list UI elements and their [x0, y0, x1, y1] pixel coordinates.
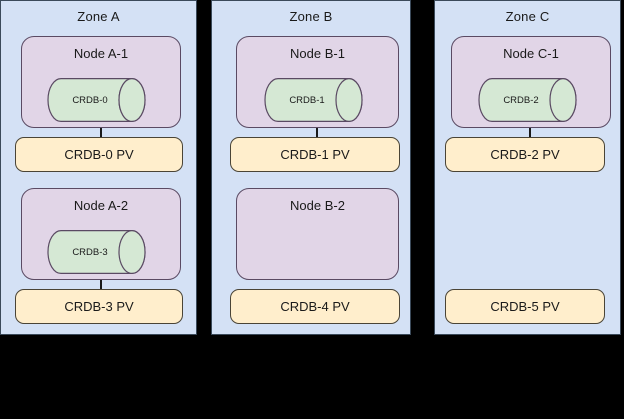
node-b-2-box[interactable]: Node B-2 [236, 188, 399, 280]
pod-crdb-1-cylinder[interactable]: CRDB-1 [264, 78, 375, 122]
pv-crdb-3-label: CRDB-3 PV [64, 299, 134, 314]
zone-c-title: Zone C [505, 9, 550, 24]
node-a-1-label: Node A-1 [73, 46, 129, 61]
pv-crdb-1-box[interactable]: CRDB-1 PV [230, 137, 400, 172]
connector-node-c-1-to-pv-crdb-2 [529, 128, 531, 137]
node-b-1-label: Node B-1 [290, 46, 345, 61]
connector-node-a-1-to-pv-crdb-0 [100, 128, 102, 137]
node-a-2-label: Node A-2 [73, 198, 129, 213]
node-a-2-box[interactable]: Node A-2 CRDB-3 [21, 188, 181, 280]
zone-a-title: Zone A [77, 9, 120, 24]
node-c-1-label: Node C-1 [503, 46, 559, 61]
pod-crdb-2-cylinder[interactable]: CRDB-2 [478, 78, 589, 122]
pv-crdb-0-label: CRDB-0 PV [64, 147, 134, 162]
zone-a-container: Zone A Node A-1 CRDB-0 CRDB-0 PV Node A-… [0, 0, 197, 335]
node-b-2-label: Node B-2 [290, 198, 345, 213]
pv-crdb-4-box[interactable]: CRDB-4 PV [230, 289, 400, 324]
connector-node-a-2-to-pv-crdb-3 [100, 280, 102, 289]
pv-crdb-2-label: CRDB-2 PV [490, 147, 560, 162]
zone-b-title: Zone B [289, 9, 333, 24]
pv-crdb-0-box[interactable]: CRDB-0 PV [15, 137, 183, 172]
pod-crdb-3-cylinder[interactable]: CRDB-3 [47, 230, 158, 274]
pv-crdb-4-label: CRDB-4 PV [280, 299, 350, 314]
pod-crdb-0-cylinder[interactable]: CRDB-0 [47, 78, 158, 122]
pv-crdb-5-label: CRDB-5 PV [490, 299, 560, 314]
pv-crdb-2-box[interactable]: CRDB-2 PV [445, 137, 605, 172]
node-c-1-box[interactable]: Node C-1 CRDB-2 [451, 36, 611, 128]
connector-node-b-1-to-pv-crdb-1 [316, 128, 318, 137]
node-a-1-box[interactable]: Node A-1 CRDB-0 [21, 36, 181, 128]
node-b-1-box[interactable]: Node B-1 CRDB-1 [236, 36, 399, 128]
zone-b-container: Zone B Node B-1 CRDB-1 CRDB-1 PV Node B-… [211, 0, 411, 335]
pv-crdb-1-label: CRDB-1 PV [280, 147, 350, 162]
pv-crdb-3-box[interactable]: CRDB-3 PV [15, 289, 183, 324]
zone-c-container: Zone C Node C-1 CRDB-2 CRDB-2 PV CRDB-5 … [434, 0, 621, 335]
pv-crdb-5-box[interactable]: CRDB-5 PV [445, 289, 605, 324]
